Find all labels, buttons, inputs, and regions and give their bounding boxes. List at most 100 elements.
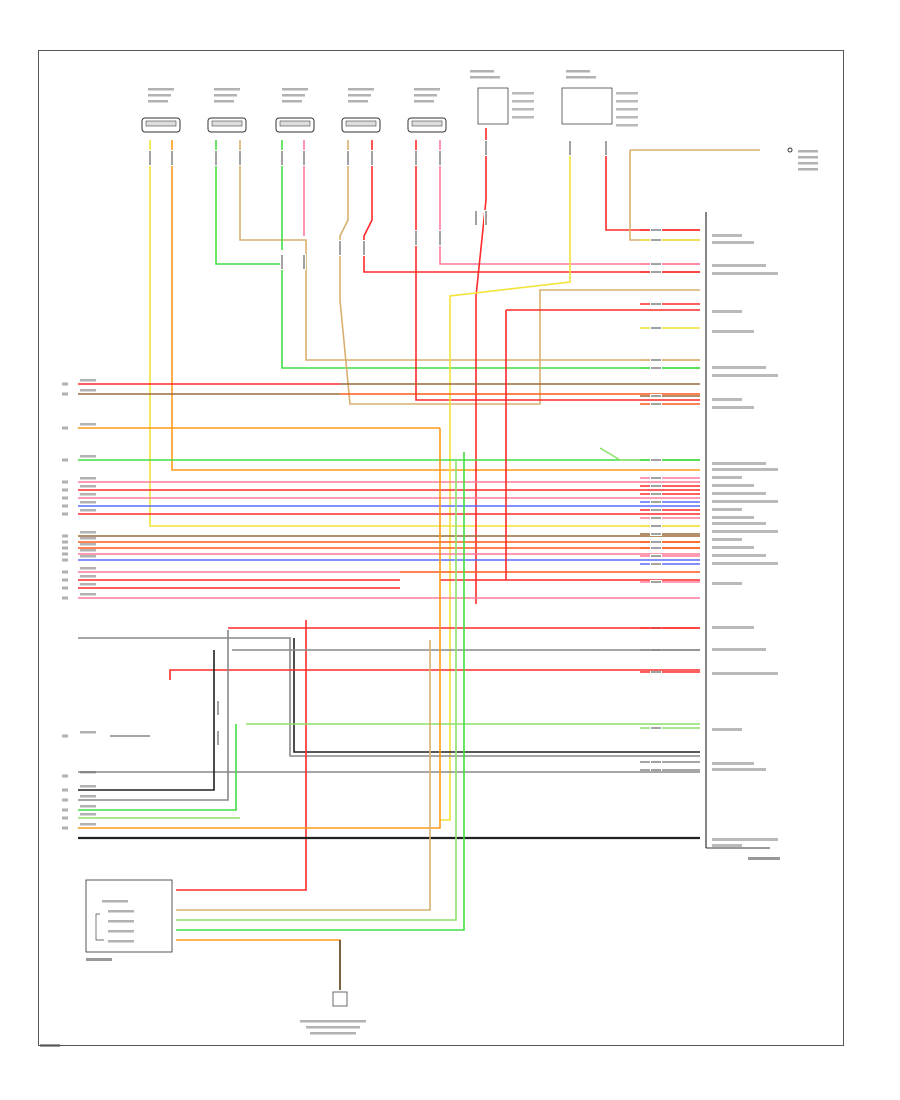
- wire-code: [80, 455, 96, 458]
- wire-label-text: [651, 459, 661, 461]
- wire-tan-fuse: [629, 150, 700, 241]
- wire-label-text: [171, 151, 173, 165]
- pin-description: [712, 241, 754, 244]
- speaker-1-label: [148, 94, 171, 97]
- speaker-4-icon: [341, 117, 381, 133]
- speaker-2-cone: [211, 120, 243, 127]
- lower-module-pin: [108, 920, 134, 923]
- speaker-5-label: [414, 94, 437, 97]
- wire-code: [80, 509, 96, 512]
- terminal-number: [62, 558, 68, 562]
- speaker-4-cone: [345, 120, 377, 127]
- wire-label-text: [281, 151, 283, 165]
- wire-label-text: [215, 151, 217, 165]
- speaker-1-label: [148, 100, 168, 103]
- ground-label: [300, 1020, 366, 1023]
- wire-code: [80, 501, 96, 504]
- wire-label-text: [651, 501, 661, 503]
- wire-orange-2: [78, 428, 441, 829]
- wire-code: [80, 567, 96, 570]
- speaker-3-cone: [279, 120, 311, 127]
- wire-label-text: [651, 671, 661, 673]
- pin-description: [712, 728, 742, 731]
- pin-description: [712, 500, 778, 503]
- wire-label-text: [217, 731, 219, 745]
- pin-description: [712, 522, 766, 525]
- wire-black-1: [293, 638, 700, 753]
- wire-label-text: [651, 517, 661, 519]
- wire-label-text: [303, 151, 305, 165]
- switch-icon: [787, 147, 793, 153]
- fuse-description: [512, 100, 534, 103]
- wire-label-text: [415, 231, 417, 245]
- wire-label-text: [149, 151, 151, 165]
- wire-code: [80, 593, 96, 596]
- wire-code: [80, 813, 96, 816]
- terminal-number: [62, 392, 68, 396]
- wire-label-text: [415, 151, 417, 165]
- wire-label-text: [217, 701, 219, 715]
- wire-label-text: [651, 403, 661, 405]
- pin-description: [712, 672, 778, 675]
- wire-label-text: [485, 211, 487, 225]
- terminal-number: [62, 512, 68, 516]
- wire-label-text: [651, 769, 661, 771]
- speaker-5-icon: [407, 117, 447, 133]
- wire-pink-2: [439, 140, 700, 265]
- pin-description: [712, 626, 754, 629]
- terminal-number: [62, 734, 68, 738]
- wire-code: [80, 771, 96, 774]
- wire-label-text: [651, 229, 661, 231]
- wire-label-text: [605, 141, 607, 155]
- pin-description: [712, 468, 778, 471]
- terminal-number: [62, 596, 68, 600]
- wire-label-text: [651, 547, 661, 549]
- wire-yellow-fuse: [440, 140, 571, 821]
- switch-label: [798, 168, 818, 171]
- terminal-number: [62, 496, 68, 500]
- wire-code: [80, 785, 96, 788]
- speaker-2-icon: [207, 117, 247, 133]
- lower-module-pin: [108, 940, 134, 943]
- wire-tan-1: [239, 140, 700, 361]
- wire-label-text: [651, 327, 661, 329]
- terminal-number: [62, 774, 68, 778]
- speaker-4-label: [348, 100, 368, 103]
- wire-red-4: [169, 669, 700, 680]
- pin-description: [712, 538, 742, 541]
- wire-code: [80, 549, 96, 552]
- wire-red-3: [415, 140, 700, 401]
- lower-module-circuit: [95, 913, 104, 941]
- pin-description: [712, 562, 778, 565]
- pin-description: [712, 484, 754, 487]
- pin-description: [712, 310, 742, 313]
- pin-description: [712, 330, 754, 333]
- pin-description: [712, 530, 778, 533]
- terminal-number: [62, 578, 68, 582]
- speaker-1-cone: [145, 120, 177, 127]
- terminal-number: [62, 586, 68, 590]
- pin-description: [712, 272, 778, 275]
- ground-label: [306, 1026, 360, 1029]
- ground-label: [310, 1032, 356, 1035]
- diagram-frame: [38, 50, 844, 1046]
- pin-description: [712, 516, 754, 519]
- wire-code: [80, 423, 96, 426]
- wire-code: [80, 583, 96, 586]
- terminal-number: [62, 798, 68, 802]
- pin-description: [712, 844, 742, 847]
- pin-description: [712, 264, 766, 267]
- wire-code: [80, 543, 96, 546]
- wire-label-text: [281, 255, 283, 269]
- wire-orange-ground: [176, 939, 341, 990]
- pin-description: [712, 508, 742, 511]
- speaker-2-label: [214, 94, 237, 97]
- wire-code: [80, 379, 96, 382]
- switch-label: [798, 156, 818, 159]
- wire-code: [80, 795, 96, 798]
- wire-code: [80, 389, 96, 392]
- wire-code: [80, 555, 96, 558]
- fuse-description: [616, 124, 638, 127]
- wire-orange-speaker: [171, 140, 700, 471]
- terminal-number: [62, 540, 68, 544]
